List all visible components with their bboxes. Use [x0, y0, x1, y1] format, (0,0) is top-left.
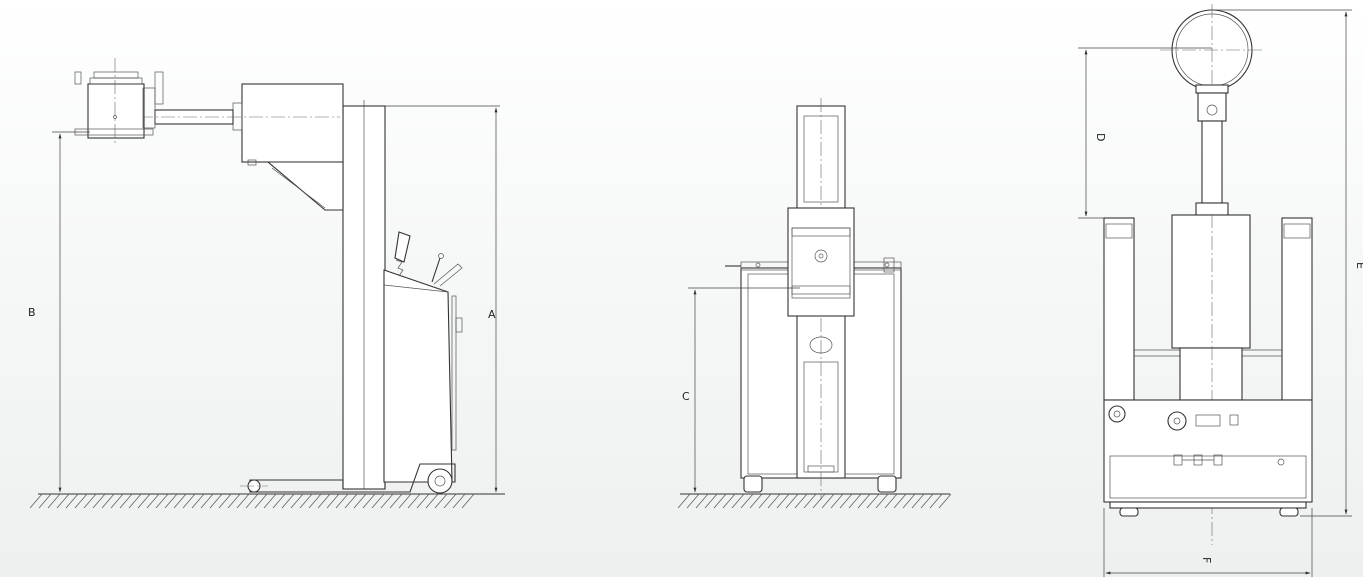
ground-front	[677, 493, 952, 509]
dimension-label-b: B	[28, 306, 36, 319]
dimension-a: A	[385, 105, 500, 493]
dimension-d: D	[1078, 47, 1212, 219]
base	[240, 463, 456, 494]
dimension-label-f: F	[1200, 557, 1213, 563]
front-view: C	[677, 98, 952, 509]
dimension-b: B	[28, 131, 90, 493]
motor-housing	[232, 83, 344, 211]
top-cabinet	[1103, 399, 1313, 517]
dimension-c: C	[682, 287, 800, 493]
dimension-f: F	[1103, 508, 1313, 577]
ground-side	[29, 493, 505, 509]
top-view: D E F	[1078, 4, 1363, 577]
control-cabinet	[383, 231, 463, 483]
dimension-label-c: C	[682, 390, 690, 403]
dimension-label-d: D	[1094, 133, 1107, 141]
dimension-label-a: A	[488, 308, 496, 321]
side-view: A B	[28, 58, 505, 509]
dimension-e: E	[1212, 9, 1363, 517]
mixing-head	[74, 58, 164, 146]
bowl	[1160, 4, 1265, 96]
dimension-label-e: E	[1354, 262, 1363, 269]
